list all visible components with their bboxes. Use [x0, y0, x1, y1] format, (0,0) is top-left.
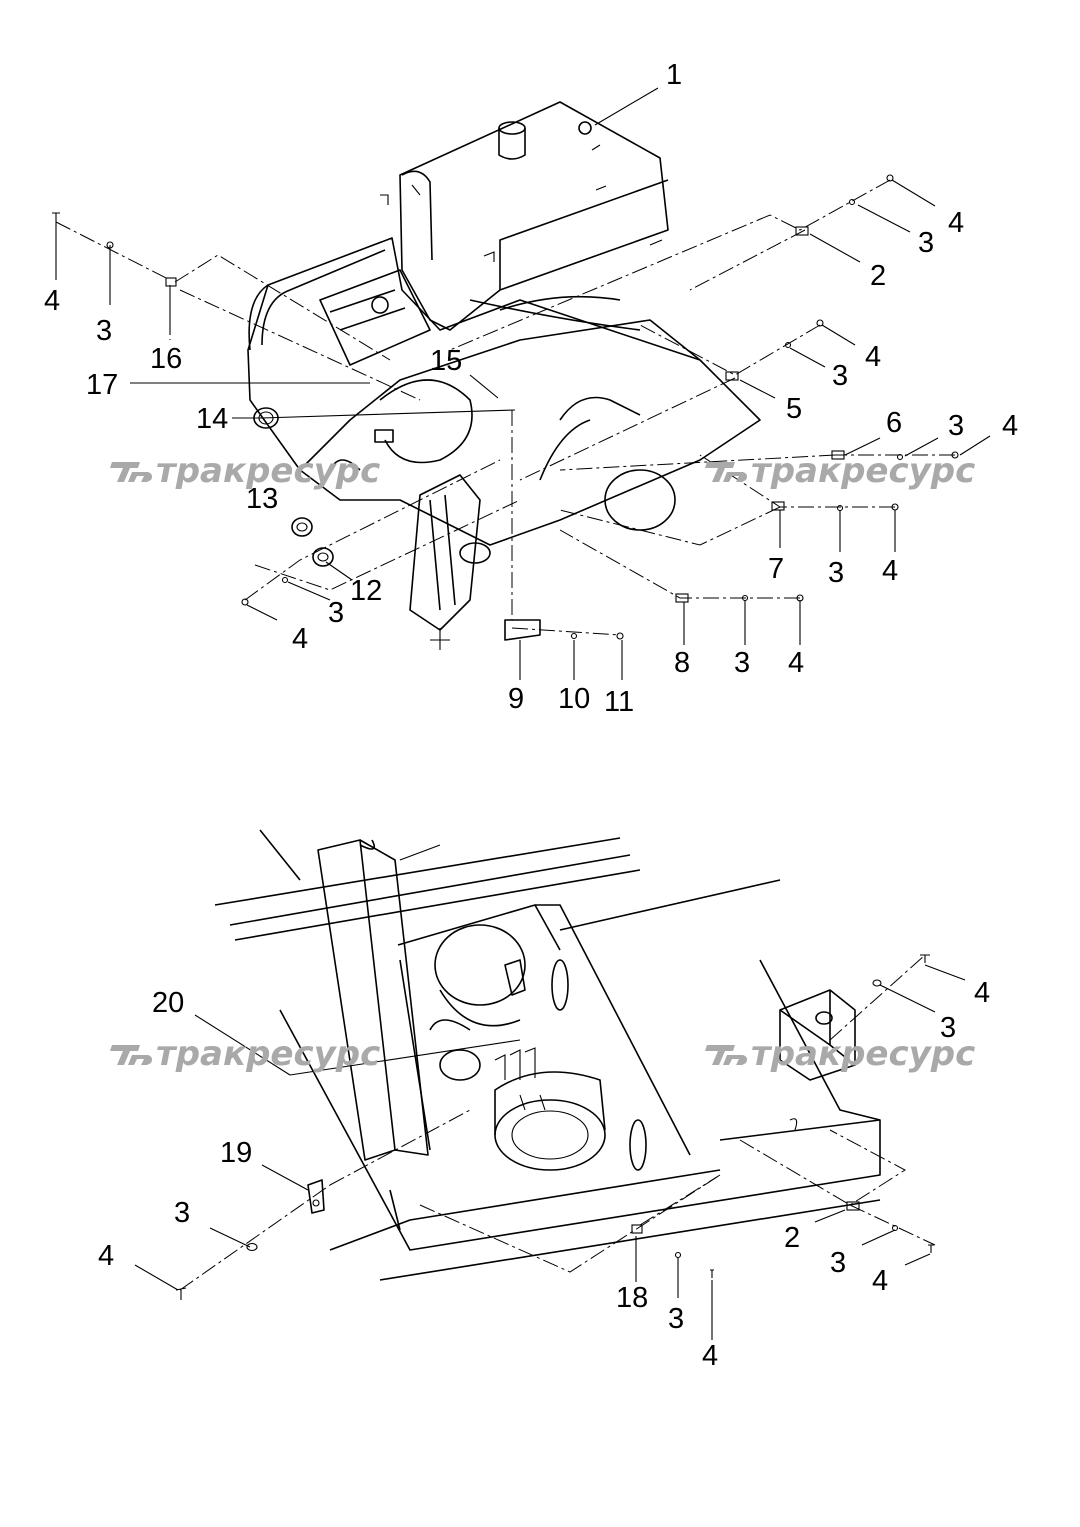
- TR-logo-icon: [110, 462, 152, 482]
- watermarks: тракресурс тракресурс тракресурс тракрес…: [110, 451, 975, 1074]
- seal-ring-icon: [312, 547, 334, 567]
- bracket-icon: [307, 1179, 325, 1214]
- bottom-callout-lines: [134, 964, 966, 1340]
- callout-3: 3: [918, 227, 934, 259]
- callout-4: 4: [1002, 410, 1018, 442]
- callout-4: 4: [702, 1340, 718, 1372]
- callout-3: 3: [174, 1197, 190, 1229]
- callout-2: 2: [784, 1222, 800, 1254]
- callout-7: 7: [768, 553, 784, 585]
- watermark-top-left: тракресурс: [110, 451, 380, 491]
- TR-logo-icon: [110, 1045, 152, 1065]
- callout-3: 3: [668, 1303, 684, 1335]
- callout-4: 4: [872, 1265, 888, 1297]
- callout-4: 4: [788, 647, 804, 679]
- TR-logo-icon: [705, 462, 747, 482]
- watermark-text: тракресурс: [751, 1034, 975, 1074]
- callout-4: 4: [974, 977, 990, 1009]
- callout-4: 4: [98, 1240, 114, 1272]
- bolt-icon: [52, 212, 60, 222]
- callout-3: 3: [832, 360, 848, 392]
- bottom-hardware: [175, 954, 934, 1300]
- callout-12: 12: [350, 575, 382, 607]
- watermark-top-right: тракресурс: [705, 451, 975, 491]
- callout-5: 5: [786, 393, 802, 425]
- callout-16: 16: [150, 343, 182, 375]
- cab-body: [247, 237, 761, 650]
- callout-20: 20: [152, 987, 184, 1019]
- callout-18: 18: [616, 1282, 648, 1314]
- top-leader-lines: [55, 179, 955, 636]
- fuel-tank: [380, 101, 669, 331]
- callout-4: 4: [292, 623, 308, 655]
- top-hardware: [52, 174, 959, 641]
- top-callout-lines: [55, 87, 991, 680]
- callout-6: 6: [886, 407, 902, 439]
- callout-15: 15: [430, 345, 462, 377]
- callout-3: 3: [328, 597, 344, 629]
- callout-3: 3: [830, 1247, 846, 1279]
- callout-17: 17: [86, 369, 118, 401]
- bottom-callout-labels: 2 3 3 3 3 4 4 4 4 18 19 20: [98, 977, 990, 1372]
- watermark-text: тракресурс: [156, 1034, 380, 1074]
- callout-3: 3: [948, 410, 964, 442]
- callout-4: 4: [882, 555, 898, 587]
- watermark-bottom-right: тракресурс: [705, 1034, 975, 1074]
- callout-3: 3: [96, 315, 112, 347]
- watermark-text: тракресурс: [156, 451, 380, 491]
- callout-11: 11: [604, 686, 634, 718]
- callout-3: 3: [734, 647, 750, 679]
- top-callout-labels: 1 2 3 3 3 3 3 3 3 4 4 4 4 4 4 4 5 6 7 8 …: [44, 59, 1018, 718]
- callout-4: 4: [948, 207, 964, 239]
- callout-3: 3: [828, 557, 844, 589]
- heater-box-frame: [214, 829, 881, 1281]
- TR-logo-icon: [705, 1045, 747, 1065]
- callout-10: 10: [558, 683, 590, 715]
- callout-4: 4: [865, 341, 881, 373]
- grommet-icon: [253, 407, 279, 429]
- seal-ring-icon: [291, 517, 313, 537]
- callout-9: 9: [508, 683, 524, 715]
- callout-13: 13: [246, 483, 278, 515]
- callout-3: 3: [940, 1012, 956, 1044]
- top-assembly: 1 2 3 3 3 3 3 3 3 4 4 4 4 4 4 4 5 6 7 8 …: [44, 59, 1018, 718]
- bottom-leader-lines: [179, 954, 936, 1291]
- watermark-bottom-left: тракресурс: [110, 1034, 380, 1074]
- bottom-assembly: 2 3 3 3 3 4 4 4 4 18 19 20: [98, 829, 990, 1372]
- callout-14: 14: [196, 403, 228, 435]
- callout-4: 4: [44, 285, 60, 317]
- callout-19: 19: [220, 1137, 252, 1169]
- callout-8: 8: [674, 647, 690, 679]
- callout-2: 2: [870, 260, 886, 292]
- watermark-text: тракресурс: [751, 451, 975, 491]
- callout-1: 1: [666, 59, 682, 91]
